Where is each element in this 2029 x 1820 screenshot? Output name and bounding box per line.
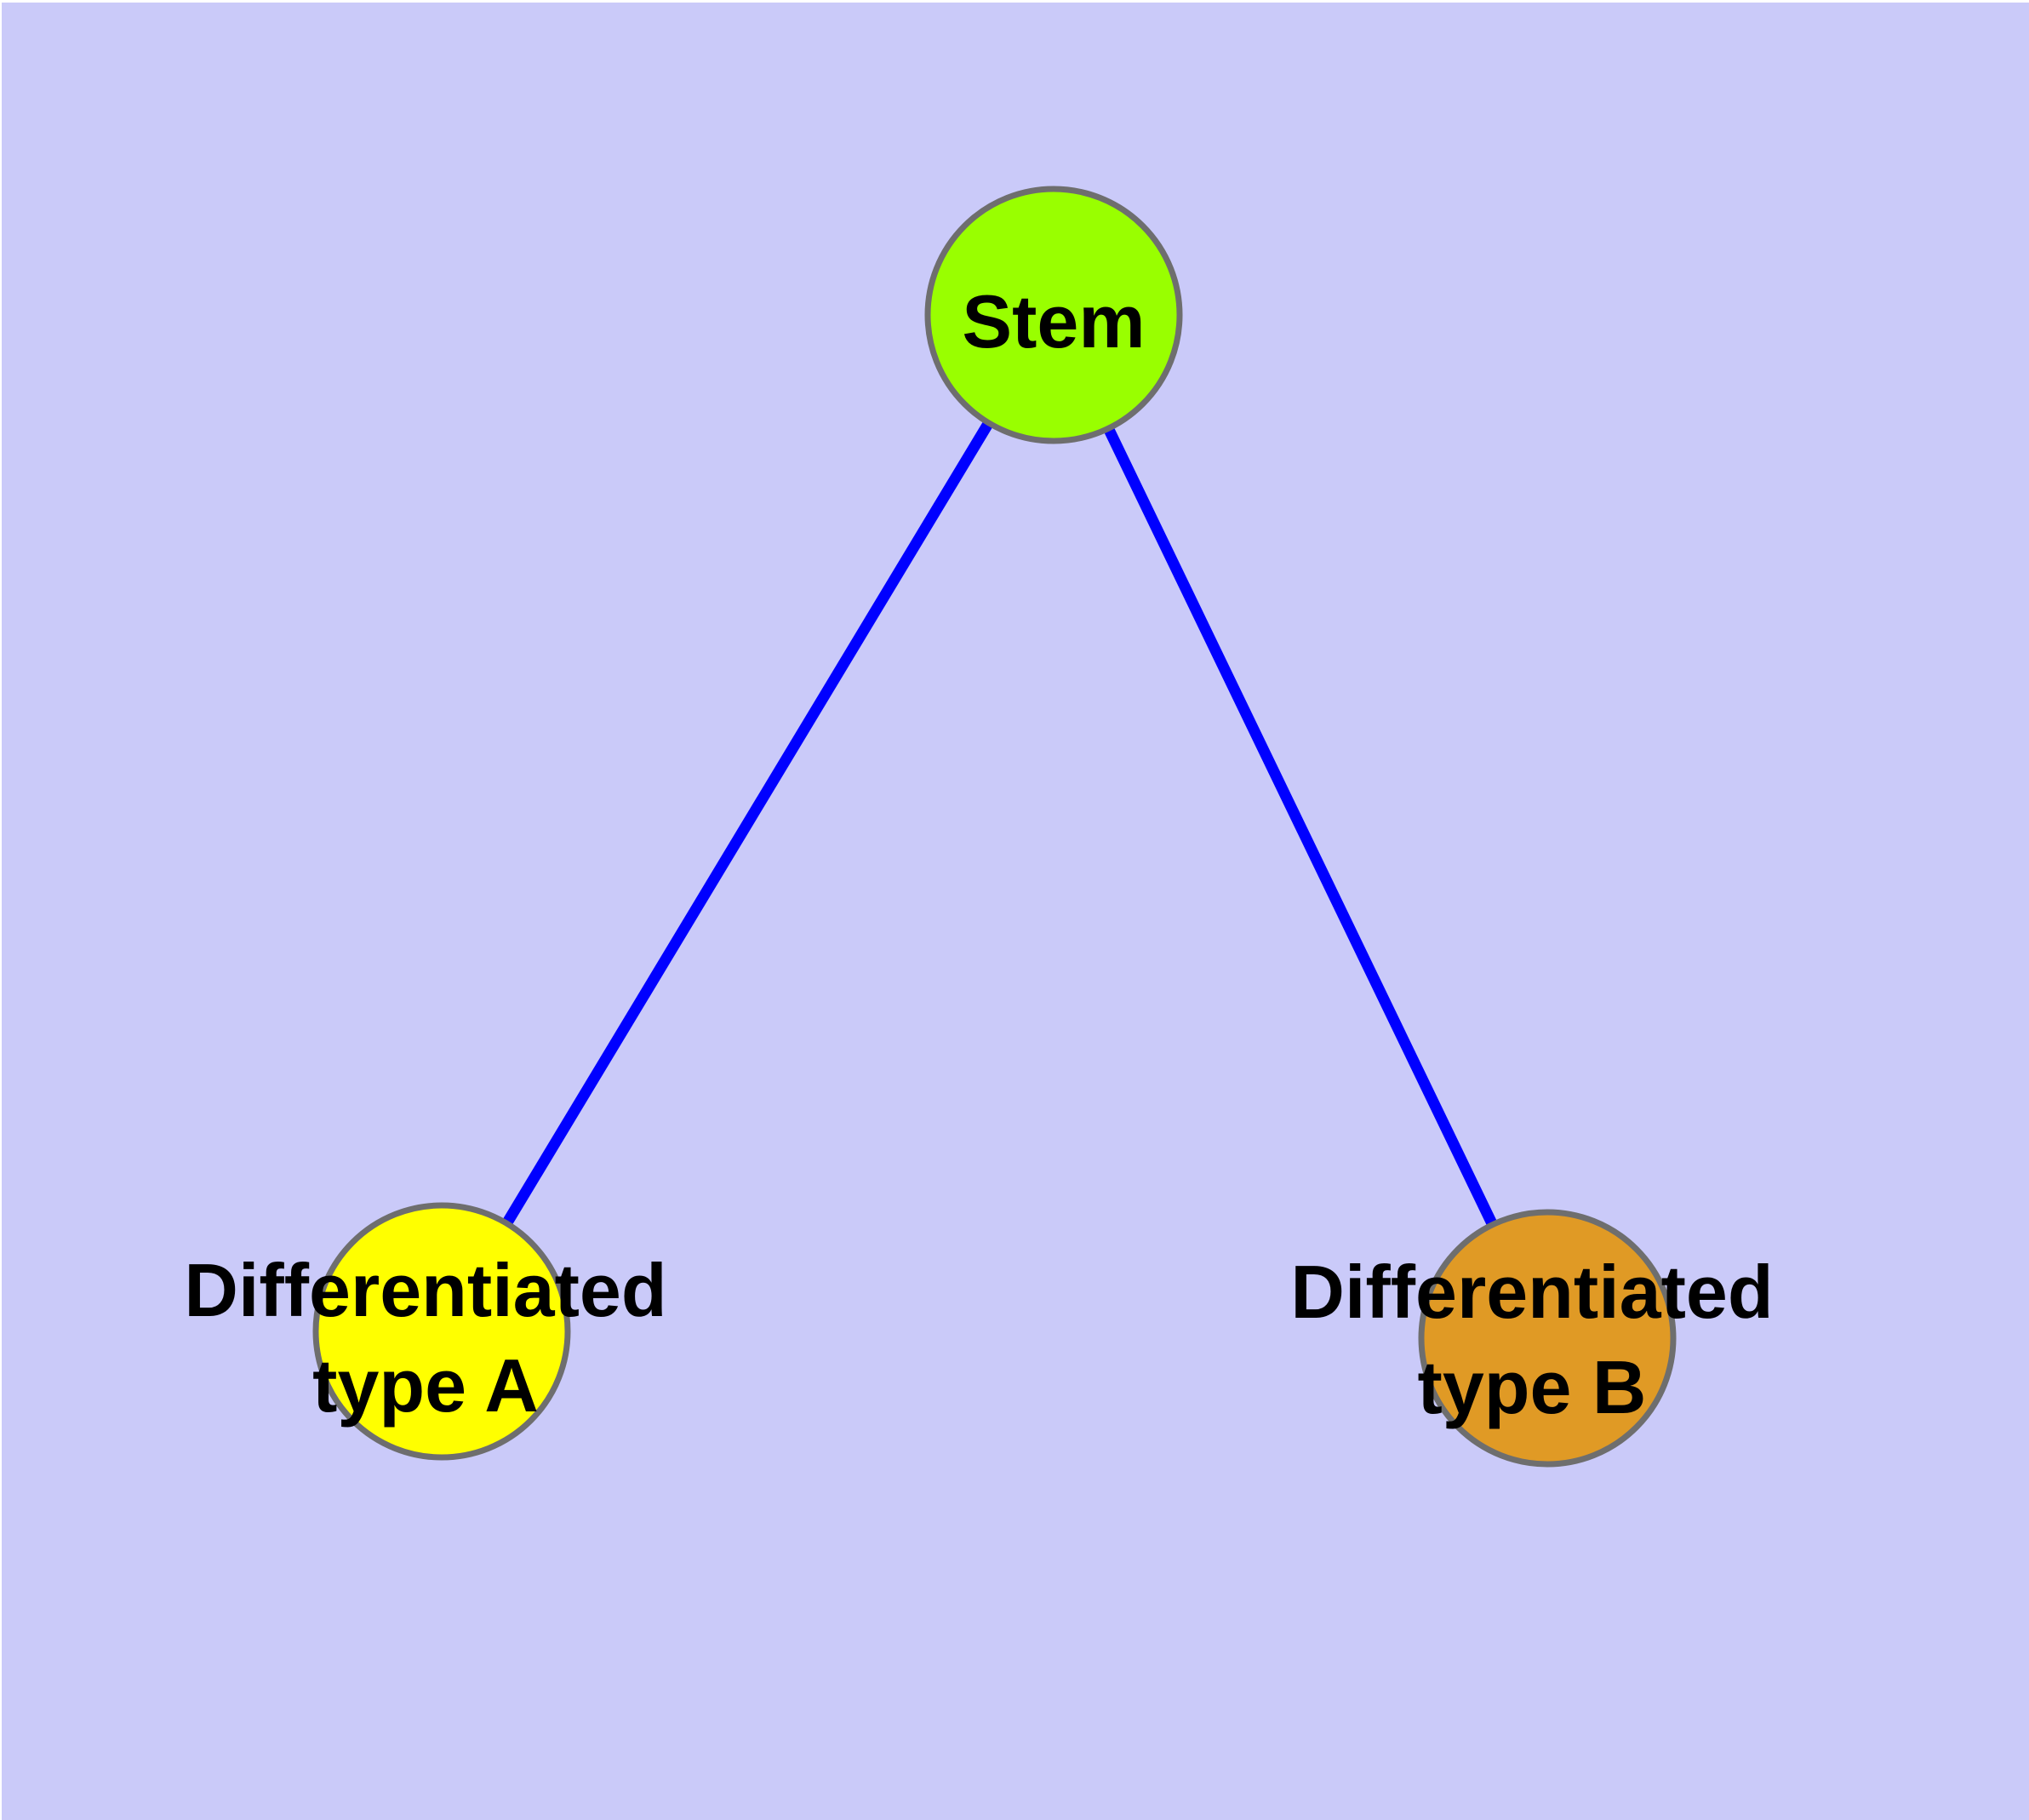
node-label-differentiated-type-b: Differentiated type B: [1290, 1250, 1773, 1429]
edge-stem-to-differentiated-type-a: [437, 312, 1059, 1335]
node-stem: [924, 186, 1183, 444]
node-label-differentiated-type-a: Differentiated type A: [184, 1248, 666, 1428]
node-label-stem: Stem: [962, 279, 1145, 363]
edges-layer: [437, 312, 1552, 1341]
nodes-layer: [312, 186, 1677, 1468]
node-label-line: type B: [1418, 1345, 1647, 1429]
node-label-line: Stem: [962, 279, 1145, 363]
node-label-line: type A: [312, 1343, 539, 1428]
node-differentiated-type-b: [1418, 1209, 1677, 1468]
node-differentiated-type-a: [312, 1202, 571, 1461]
node-label-line: Differentiated: [1290, 1250, 1773, 1334]
edge-stem-to-differentiated-type-b: [1049, 312, 1552, 1341]
node-label-line: Differentiated: [184, 1248, 666, 1332]
